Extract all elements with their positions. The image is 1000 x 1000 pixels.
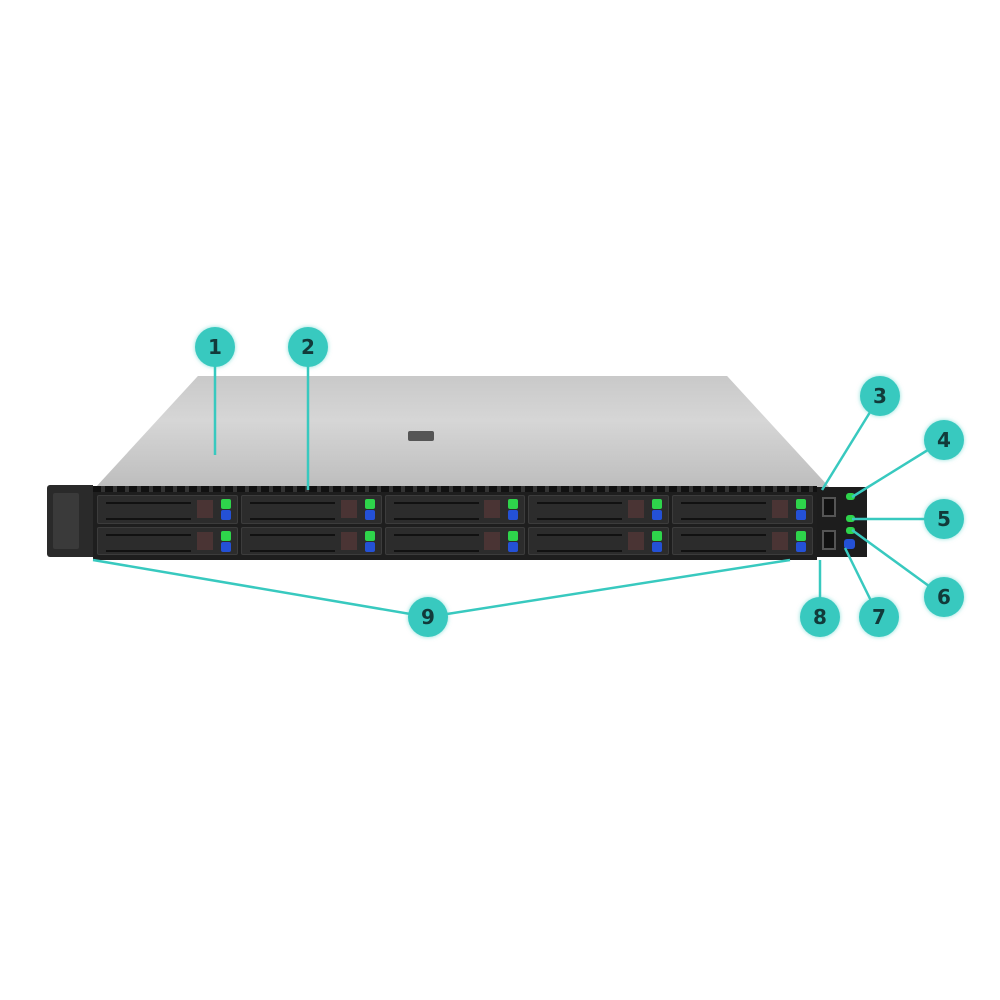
drive-release-tab[interactable] <box>484 500 501 518</box>
drive-release-tab[interactable] <box>772 531 788 550</box>
drive-bay-grid <box>97 495 813 555</box>
drive-release-tab[interactable] <box>196 531 213 550</box>
drive-bay[interactable] <box>97 495 238 524</box>
drive-handle[interactable] <box>681 533 767 552</box>
callout-1: 1 <box>195 327 235 367</box>
drive-bay[interactable] <box>240 495 382 524</box>
drive-activity-led-icon <box>220 499 231 509</box>
drive-bay[interactable] <box>384 526 526 555</box>
drive-release-tab[interactable] <box>196 500 213 518</box>
drive-locate-led-icon <box>508 510 519 520</box>
callout-8: 8 <box>800 597 840 637</box>
drive-locate-led-icon <box>652 541 663 552</box>
drive-handle[interactable] <box>537 533 623 552</box>
callout-9: 9 <box>408 597 448 637</box>
drive-handle[interactable] <box>106 533 191 552</box>
drive-locate-led-icon <box>796 541 806 552</box>
callout-5: 5 <box>924 499 964 539</box>
drive-release-tab[interactable] <box>772 500 788 518</box>
drive-locate-led-icon <box>364 510 375 520</box>
drive-locate-led-icon <box>220 510 231 520</box>
drive-handle[interactable] <box>249 502 335 520</box>
drive-release-tab[interactable] <box>628 531 645 550</box>
callout-7: 7 <box>859 597 899 637</box>
drive-bay[interactable] <box>672 526 813 555</box>
top-cover-label <box>408 431 434 441</box>
drive-handle[interactable] <box>249 533 335 552</box>
drive-activity-led-icon <box>652 499 663 509</box>
drive-handle[interactable] <box>393 533 479 552</box>
drive-release-tab[interactable] <box>628 500 645 518</box>
front-vent <box>93 486 817 492</box>
drive-bay[interactable] <box>672 495 813 524</box>
drive-handle[interactable] <box>681 502 767 520</box>
drive-locate-led-icon <box>796 510 806 520</box>
drive-release-tab[interactable] <box>340 500 357 518</box>
uid-button-icon[interactable] <box>844 539 855 549</box>
drive-handle[interactable] <box>106 502 191 520</box>
drive-locate-led-icon <box>508 541 519 552</box>
drive-bay[interactable] <box>528 495 670 524</box>
drive-activity-led-icon <box>652 530 663 541</box>
callout-6: 6 <box>924 577 964 617</box>
drive-activity-led-icon <box>796 530 806 541</box>
drive-locate-led-icon <box>220 541 231 552</box>
drive-activity-led-icon <box>364 499 375 509</box>
drive-activity-led-icon <box>508 499 519 509</box>
power-led-icon <box>846 527 855 534</box>
nic-led-icon <box>846 515 855 522</box>
rack-ear-grip <box>53 493 79 549</box>
drive-release-tab[interactable] <box>340 531 357 550</box>
callout-4: 4 <box>924 420 964 460</box>
usb-port-icon <box>822 497 836 517</box>
drive-locate-led-icon <box>652 510 663 520</box>
drive-bay[interactable] <box>528 526 670 555</box>
drive-activity-led-icon <box>220 530 231 541</box>
health-led-icon <box>846 493 855 500</box>
usb-port-icon <box>822 530 836 550</box>
drive-release-tab[interactable] <box>484 531 501 550</box>
server-top-cover <box>95 376 830 488</box>
callout-3: 3 <box>860 376 900 416</box>
left-rack-ear <box>47 485 93 557</box>
drive-handle[interactable] <box>393 502 479 520</box>
drive-bay[interactable] <box>240 526 382 555</box>
drive-handle[interactable] <box>537 502 623 520</box>
drive-activity-led-icon <box>796 499 806 509</box>
drive-bay[interactable] <box>384 495 526 524</box>
drive-activity-led-icon <box>364 530 375 541</box>
drive-activity-led-icon <box>508 530 519 541</box>
callout-2: 2 <box>288 327 328 367</box>
drive-bay[interactable] <box>97 526 238 555</box>
drive-locate-led-icon <box>364 541 375 552</box>
